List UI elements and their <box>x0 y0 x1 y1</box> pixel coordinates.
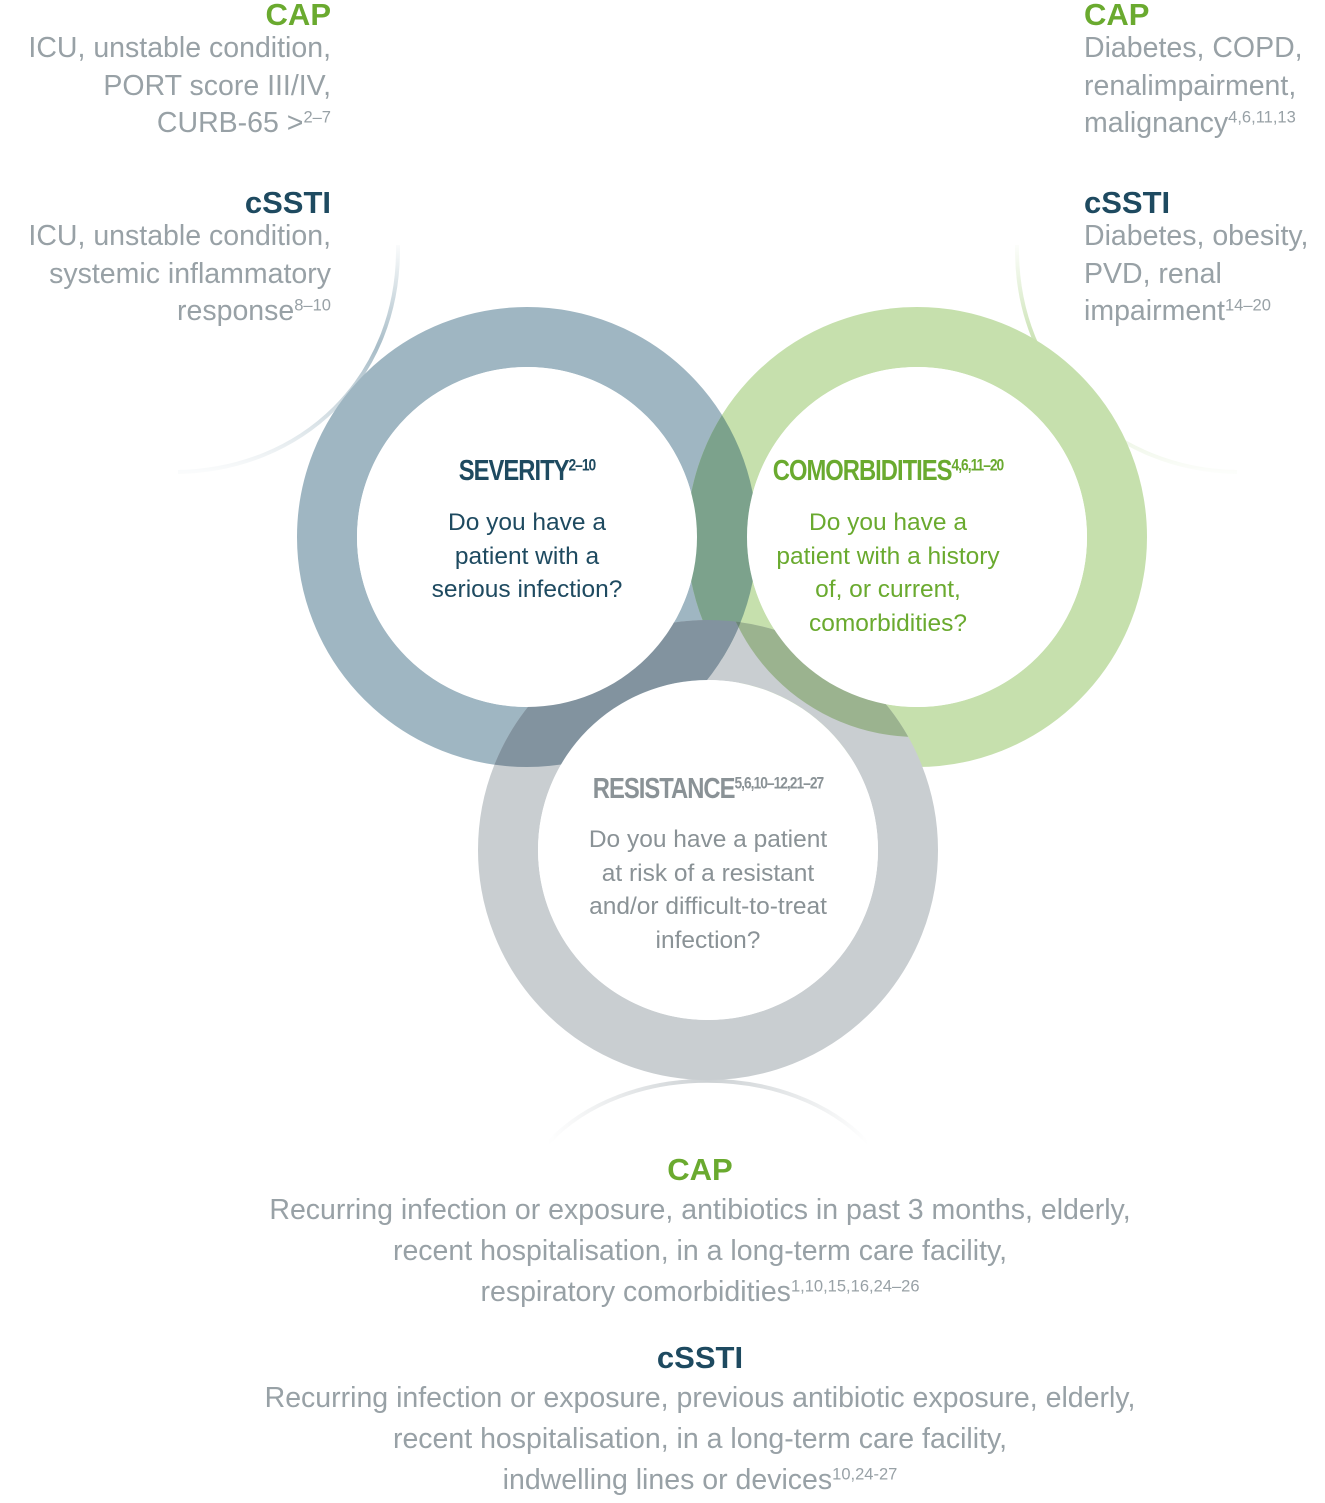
severity-csst-line: response8–10 <box>177 295 331 327</box>
comorbidities-csst-line: impairment14–20 <box>1084 295 1271 327</box>
overlap-severity-comorbidities <box>687 307 757 767</box>
resistance-inner-disc <box>538 680 878 1020</box>
comorbidities-cap-line: renalimpairment, <box>1084 69 1297 102</box>
comorbidities-inner-disc <box>747 367 1087 707</box>
overlap-severity-resistance <box>478 620 757 767</box>
severity-inner-disc <box>357 367 697 707</box>
comorbidities-csst-line: Diabetes, obesity, <box>1084 220 1309 252</box>
resistance-csst-line: indwelling lines or devices10,24-27 <box>502 1464 898 1496</box>
severity-title: SEVERITY2–10 <box>458 455 596 487</box>
resistance-title: RESISTANCE5,6,10–12,21–27 <box>592 773 824 805</box>
resistance-csst-label: cSSTI <box>656 1340 744 1375</box>
severity-cap-line: ICU, unstable condition, <box>28 32 331 64</box>
comorbidities-csst-line: PVD, renal <box>1084 257 1222 290</box>
comorbidities-question: Do you have a patient with a history of,… <box>776 509 1000 637</box>
comorbidities-csst-block: cSSTI Diabetes, obesity, PVD, renal impa… <box>1084 185 1309 331</box>
resistance-question: Do you have a patient at risk of a resis… <box>588 826 828 954</box>
severity-csst-line: systemic inflammatory <box>49 257 331 290</box>
resistance-csst-line: Recurring infection or exposure, previou… <box>264 1382 1136 1414</box>
severity-decor-arc <box>177 244 401 474</box>
resistance-cap-line: Recurring infection or exposure, antibio… <box>269 1194 1131 1226</box>
resistance-cap-line: respiratory comorbidities1,10,15,16,24–2… <box>480 1276 920 1308</box>
resistance-csst-line: recent hospitalisation, in a long-term c… <box>392 1423 1008 1455</box>
resistance-cap-block: CAP Recurring infection or exposure, ant… <box>100 1152 1300 1313</box>
comorbidities-csst-label: cSSTI <box>1084 185 1171 220</box>
severity-cap-label: CAP <box>265 0 331 32</box>
comorbidities-cap-line: malignancy4,6,11,13 <box>1084 107 1296 139</box>
severity-csst-label: cSSTI <box>244 185 331 220</box>
comorbidities-cap-line: Diabetes, COPD, <box>1084 32 1303 64</box>
comorbidities-title: COMORBIDITIES4,6,11–20 <box>772 455 1004 487</box>
comorbidities-cap-block: CAP Diabetes, COPD, renalimpairment, mal… <box>1084 0 1303 143</box>
severity-question: Do you have a patient with a serious inf… <box>431 509 623 603</box>
severity-cap-line: CURB-65 >2–7 <box>156 107 331 139</box>
severity-cap-line: PORT score III/IV, <box>103 69 331 102</box>
resistance-csst-block: cSSTI Recurring infection or exposure, p… <box>100 1340 1300 1501</box>
resistance-cap-label: CAP <box>667 1152 733 1187</box>
severity-csst-block: cSSTI ICU, unstable condition, systemic … <box>28 185 331 331</box>
resistance-decor-arc <box>546 1078 870 1145</box>
severity-cap-block: CAP ICU, unstable condition, PORT score … <box>28 0 331 143</box>
resistance-cap-line: recent hospitalisation, in a long-term c… <box>392 1235 1008 1267</box>
severity-csst-line: ICU, unstable condition, <box>28 220 331 252</box>
comorbidities-cap-label: CAP <box>1084 0 1150 32</box>
